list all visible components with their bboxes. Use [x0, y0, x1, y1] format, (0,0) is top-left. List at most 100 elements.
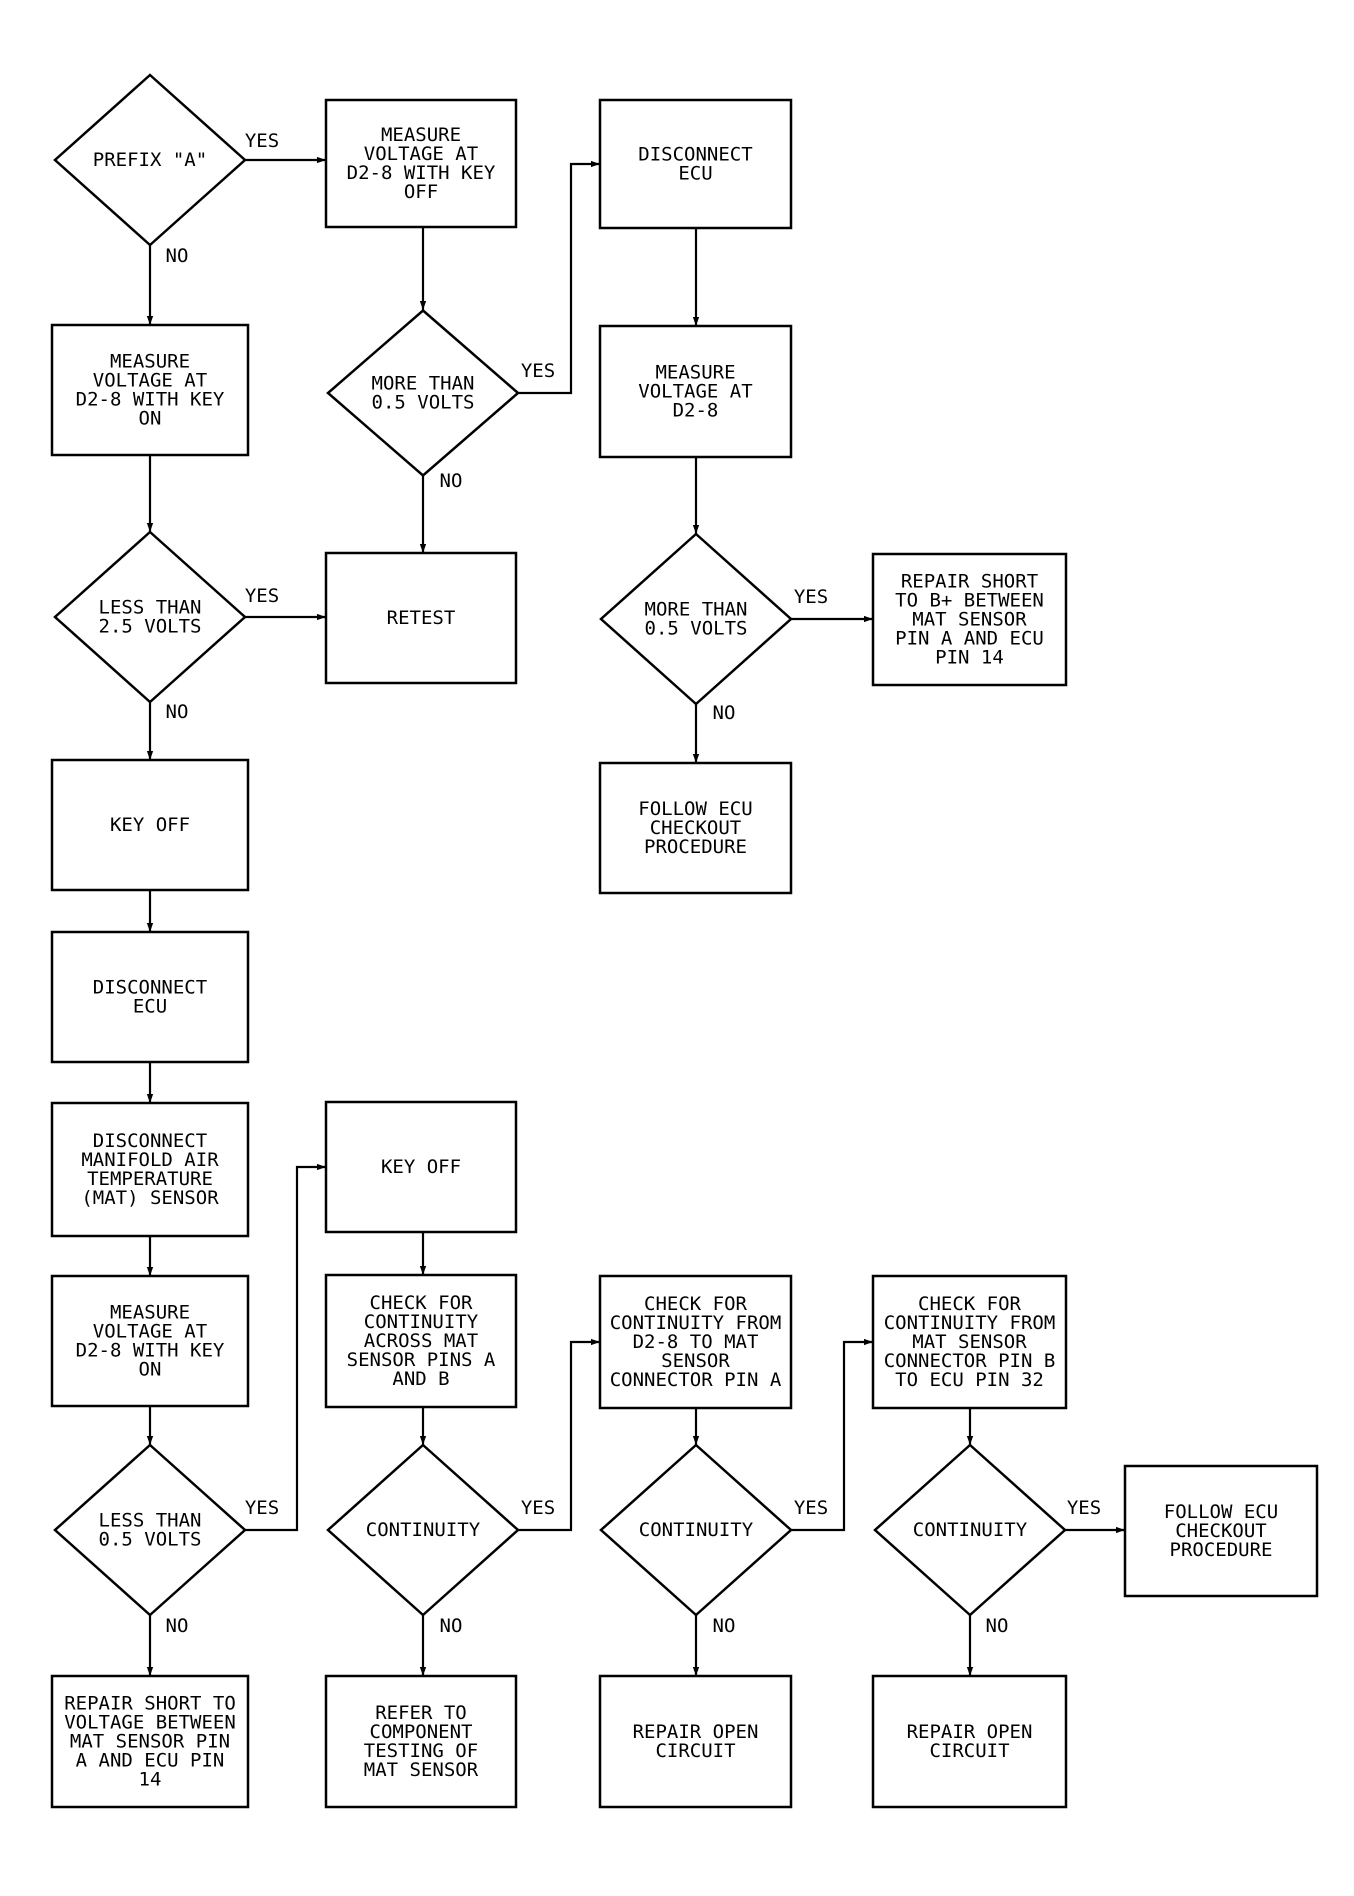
node-text-line: 0.5 VOLTS [99, 1529, 202, 1551]
node-text-line: D2-8 WITH KEY [76, 389, 225, 411]
decision-diamond [326, 308, 520, 478]
process-box [50, 1101, 250, 1238]
node-text-line: A AND ECU PIN [76, 1750, 225, 1772]
node-text-line: REPAIR SHORT [901, 571, 1038, 593]
node-text-line: CONTINUITY [366, 1519, 481, 1541]
node-text-line: MAT SENSOR PIN [70, 1731, 230, 1753]
process-box [50, 1274, 250, 1408]
node-continuity-1: CONTINUITY [326, 1443, 520, 1617]
node-text-line: SENSOR PINS A [347, 1349, 496, 1371]
no-label: NO [166, 245, 189, 267]
node-text-line: MEASURE [381, 124, 461, 146]
node-text-line: TESTING OF [364, 1740, 478, 1762]
node-text-line: (MAT) SENSOR [81, 1187, 219, 1209]
decision-diamond [326, 1443, 520, 1617]
node-text-line: CONTINUITY [364, 1311, 479, 1333]
process-box [324, 1674, 518, 1809]
node-text-line: TEMPERATURE [87, 1168, 213, 1190]
yes-label: YES [794, 586, 828, 608]
no-label: NO [986, 1615, 1009, 1637]
node-text-line: LESS THAN [99, 597, 202, 619]
process-box [871, 552, 1068, 687]
node-text-line: D2-8 WITH KEY [76, 1340, 225, 1362]
node-text-line: CIRCUIT [929, 1740, 1009, 1762]
node-text-line: REPAIR OPEN [633, 1721, 759, 1743]
node-text-line: ON [139, 1359, 162, 1381]
node-text-line: AND B [392, 1368, 449, 1390]
yes-label: YES [245, 585, 279, 607]
node-text-line: VOLTAGE AT [93, 1321, 207, 1343]
connector-arrow-e24 [791, 1338, 873, 1532]
no-label: NO [166, 701, 189, 723]
yes-label: YES [794, 1497, 828, 1519]
node-text-line: CIRCUIT [655, 1740, 735, 1762]
node-text-line: KEY OFF [381, 1156, 461, 1178]
node-text-line: CONTINUITY [913, 1519, 1028, 1541]
node-text-line: FOLLOW ECU [1164, 1501, 1278, 1523]
node-text-line: REPAIR SHORT TO [64, 1693, 236, 1715]
process-box [598, 98, 793, 230]
process-box [598, 761, 793, 895]
node-text-line: FOLLOW ECU [638, 798, 752, 820]
node-text-line: MAT SENSOR [912, 1331, 1027, 1353]
node-text-line: VOLTAGE AT [638, 381, 752, 403]
node-continuity-2: CONTINUITY [599, 1443, 793, 1617]
node-text-line: D2-8 [673, 400, 719, 422]
node-text-line: CHECKOUT [650, 817, 742, 839]
decision-diamond [599, 532, 793, 706]
process-box [324, 1100, 518, 1234]
node-text-line: MEASURE [655, 362, 735, 384]
node-text-line: D2-8 WITH KEY [347, 162, 496, 184]
node-text-line: CONTINUITY FROM [610, 1312, 782, 1334]
node-text-line: MAT SENSOR [364, 1759, 479, 1781]
node-key-off-2: KEY OFF [324, 1100, 518, 1234]
node-text-line: VOLTAGE AT [93, 370, 207, 392]
node-text-line: MORE THAN [372, 373, 475, 395]
node-text-line: DISCONNECT [638, 144, 752, 166]
node-text-line: PIN A AND ECU [895, 628, 1044, 650]
decision-diamond [53, 530, 247, 704]
node-text-line: PREFIX "A" [93, 149, 207, 171]
node-text-line: PROCEDURE [644, 836, 747, 858]
node-text-line: D2-8 TO MAT [633, 1331, 759, 1353]
no-label: NO [440, 470, 463, 492]
node-text-line: CONNECTOR PIN A [610, 1369, 782, 1391]
connector-arrow-e13 [518, 160, 600, 395]
node-text-line: CHECKOUT [1175, 1520, 1267, 1542]
node-text-line: PIN 14 [935, 647, 1004, 669]
node-text-line: COMPONENT [370, 1721, 473, 1743]
process-box [50, 323, 250, 457]
node-text-line: CONNECTOR PIN B [884, 1350, 1056, 1372]
node-text-line: DISCONNECT [93, 977, 207, 999]
node-continuity-3: CONTINUITY [873, 1443, 1067, 1617]
node-text-line: MEASURE [110, 351, 190, 373]
node-retest: RETEST [324, 551, 518, 685]
process-box [50, 758, 250, 892]
node-text-line: ECU [133, 996, 167, 1018]
process-box [324, 98, 518, 229]
no-label: NO [713, 702, 736, 724]
node-text-line: RETEST [387, 607, 456, 629]
process-box [1123, 1464, 1319, 1598]
process-box [871, 1674, 1068, 1809]
node-text-line: 0.5 VOLTS [372, 392, 475, 414]
decision-diamond [599, 1443, 793, 1617]
